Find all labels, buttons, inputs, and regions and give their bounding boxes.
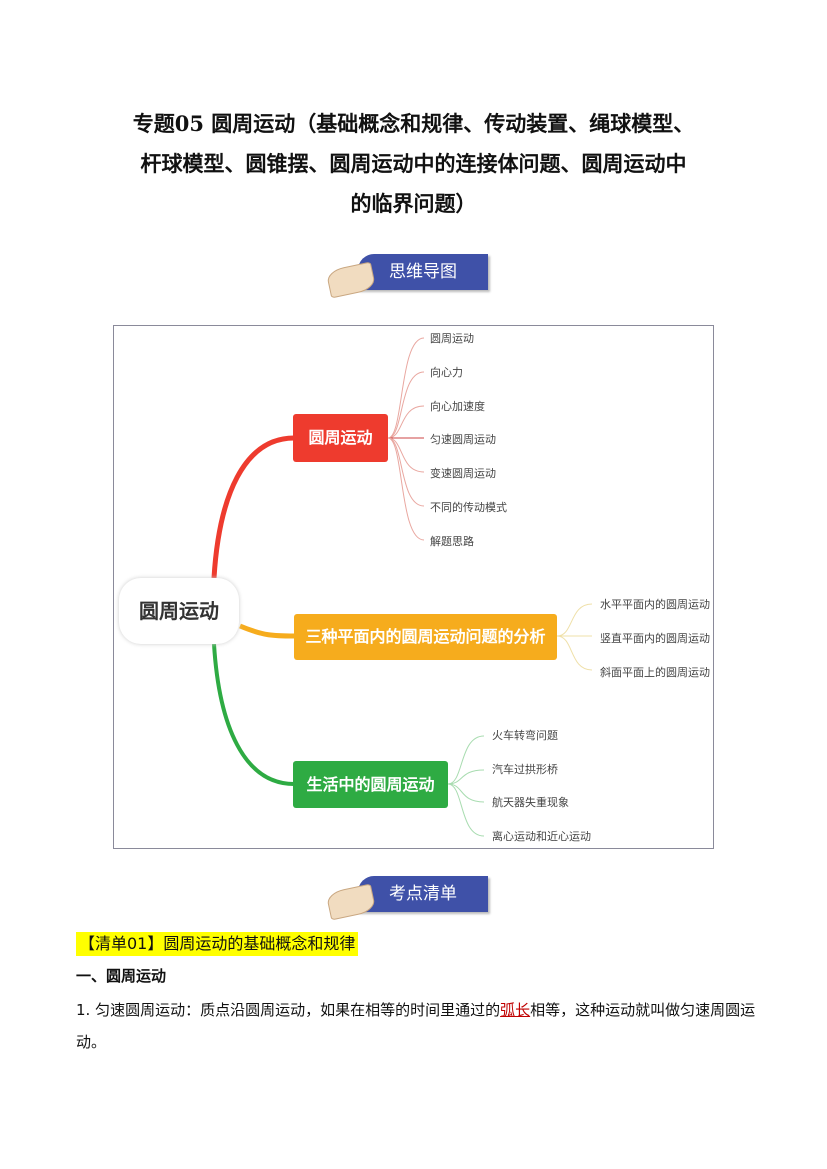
- mindmap-connectors: [211, 337, 593, 837]
- book-icon: [325, 883, 377, 921]
- title-line: 杆球模型、圆锥摆、圆周运动中的连接体问题、圆周运动中: [140, 151, 687, 176]
- leaf: 汽车过拱形桥: [492, 763, 558, 776]
- mindmap-root: 圆周运动: [119, 578, 239, 644]
- leaf: 向心加速度: [430, 400, 485, 413]
- book-icon: [325, 261, 377, 299]
- emphasis-text: 弧长: [500, 1001, 531, 1019]
- leaf: 离心运动和近心运动: [492, 830, 591, 843]
- leaf: 火车转弯问题: [492, 729, 558, 742]
- text: 相等，这种运动就叫做匀速周圆运动。: [76, 1001, 756, 1051]
- leaf: 向心力: [430, 366, 463, 379]
- checklist-banner: 考点清单: [325, 874, 493, 921]
- leaf: 航天器失重现象: [492, 796, 569, 809]
- banner-label: 考点清单: [358, 876, 488, 912]
- section-heading: 一、圆周运动: [76, 967, 167, 985]
- leaf: 斜面平面上的圆周运动: [600, 666, 710, 679]
- title-line: 专题05 圆周运动（基础概念和规律、传动装置、绳球模型、: [132, 111, 695, 136]
- mindmap-banner: 思维导图: [325, 252, 493, 299]
- leaf: 匀速圆周运动: [430, 433, 496, 446]
- branch-node: 生活中的圆周运动: [293, 761, 448, 808]
- leaf: 不同的传动模式: [430, 501, 507, 514]
- text: 1. 匀速圆周运动：质点沿圆周运动，如果在相等的时间里通过的: [76, 1001, 501, 1019]
- leaf: 变速圆周运动: [430, 467, 496, 480]
- title-line: 的临界问题）: [350, 191, 477, 216]
- leaf: 圆周运动: [430, 332, 474, 345]
- leaf: 水平平面内的圆周运动: [600, 598, 710, 611]
- banner-label: 思维导图: [358, 254, 488, 290]
- document-title: 专题05 圆周运动（基础概念和规律、传动装置、绳球模型、 杆球模型、圆锥摆、圆周…: [60, 104, 767, 224]
- leaf: 竖直平面内的圆周运动: [600, 632, 710, 645]
- branch-node: 三种平面内的圆周运动问题的分析: [294, 614, 557, 660]
- mindmap: 圆周运动 圆周运动 圆周运动 向心力 向心加速度 匀速圆周运动 变速圆周运动 不…: [113, 325, 714, 849]
- branch-node: 圆周运动: [293, 414, 388, 462]
- leaf: 解题思路: [430, 535, 474, 548]
- checklist-heading: 【清单01】圆周运动的基础概念和规律: [76, 932, 359, 956]
- paragraph: 1. 匀速圆周运动：质点沿圆周运动，如果在相等的时间里通过的弧长相等，这种运动就…: [76, 994, 756, 1058]
